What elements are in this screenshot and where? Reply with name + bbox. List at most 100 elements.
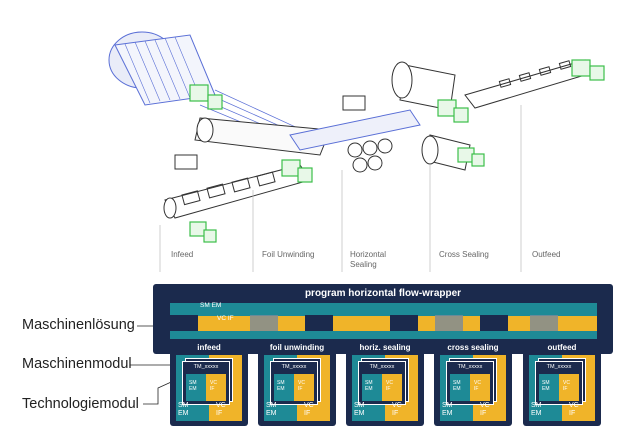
tm-em: EM bbox=[189, 386, 197, 392]
tm-gold-band bbox=[206, 374, 226, 401]
program-band: SM EM VC IF bbox=[170, 302, 597, 339]
machine-illustration bbox=[108, 31, 605, 272]
technology-module-title: TM_xxxxx bbox=[457, 364, 483, 370]
module-sm: SM bbox=[442, 402, 453, 409]
tm-if: IF bbox=[474, 386, 479, 392]
motor-foil bbox=[281, 159, 301, 177]
program-tooth bbox=[435, 315, 463, 331]
program-sm: SM bbox=[200, 302, 210, 309]
program-tooth bbox=[480, 315, 508, 331]
module-em: EM bbox=[354, 410, 365, 417]
module-sm: SM bbox=[354, 402, 365, 409]
technology-module-title: TM_xxxxx bbox=[281, 364, 307, 370]
module-em: EM bbox=[531, 410, 542, 417]
program-title: program horizontal flow-wrapper bbox=[304, 288, 462, 299]
tm-em: EM bbox=[365, 386, 373, 392]
motor-infeed bbox=[189, 221, 207, 237]
tm-teal-band bbox=[362, 374, 382, 401]
module-title: infeed bbox=[197, 343, 221, 352]
motor-outfeed bbox=[571, 59, 591, 77]
module-vc: VC bbox=[216, 402, 226, 409]
tm-vc: VC bbox=[298, 380, 305, 386]
stage-label-foil-unwinding: Foil Unwinding bbox=[262, 250, 315, 259]
tm-teal-band bbox=[274, 374, 294, 401]
module-vc: VC bbox=[480, 402, 490, 409]
tm-gold-band bbox=[382, 374, 402, 401]
tm-vc: VC bbox=[386, 380, 393, 386]
motor-reel bbox=[189, 84, 209, 102]
program-vc: VC bbox=[217, 315, 227, 322]
stage-label-horizontal-sealing: Horizontal Sealing bbox=[350, 250, 387, 269]
tm-sm: SM bbox=[453, 380, 461, 386]
tm-vc: VC bbox=[210, 380, 217, 386]
module-vc: VC bbox=[569, 402, 579, 409]
module-vc: VC bbox=[304, 402, 314, 409]
tm-sm: SM bbox=[277, 380, 285, 386]
tm-gold-band bbox=[470, 374, 490, 401]
tm-gold-band bbox=[294, 374, 314, 401]
module-title: cross sealing bbox=[447, 343, 499, 352]
tm-vc: VC bbox=[563, 380, 570, 386]
tm-if: IF bbox=[298, 386, 303, 392]
tm-teal-band bbox=[539, 374, 559, 401]
module-if: IF bbox=[569, 410, 576, 417]
module-vc: VC bbox=[392, 402, 402, 409]
module-sm: SM bbox=[531, 402, 542, 409]
tm-em: EM bbox=[453, 386, 461, 392]
module-sm: SM bbox=[266, 402, 277, 409]
stage-label-outfeed: Outfeed bbox=[532, 250, 561, 259]
tm-em: EM bbox=[542, 386, 550, 392]
program-sm-em: SM EM bbox=[200, 302, 221, 309]
program-tooth bbox=[530, 315, 558, 331]
program-tooth bbox=[390, 315, 418, 331]
technology-module-title: TM_xxxxx bbox=[369, 364, 395, 370]
tm-gold-band bbox=[559, 374, 579, 401]
tm-em: EM bbox=[277, 386, 285, 392]
tm-sm: SM bbox=[542, 380, 550, 386]
program-tooth bbox=[170, 315, 198, 331]
module-if: IF bbox=[216, 410, 223, 417]
module-sm: SM bbox=[178, 402, 189, 409]
module-if: IF bbox=[480, 410, 487, 417]
program-em: EM bbox=[211, 302, 222, 309]
module-title: foil unwinding bbox=[269, 343, 325, 352]
motor-sealing bbox=[437, 99, 457, 117]
module-if: IF bbox=[392, 410, 399, 417]
tm-sm: SM bbox=[189, 380, 197, 386]
program-tooth bbox=[305, 315, 333, 331]
program-tooth bbox=[250, 315, 278, 331]
stage-label-cross-sealing: Cross Sealing bbox=[439, 250, 489, 259]
program-vc-if: VC IF bbox=[217, 315, 234, 322]
module-em: EM bbox=[178, 410, 189, 417]
tm-if: IF bbox=[563, 386, 568, 392]
tm-if: IF bbox=[210, 386, 215, 392]
tm-sm: SM bbox=[365, 380, 373, 386]
